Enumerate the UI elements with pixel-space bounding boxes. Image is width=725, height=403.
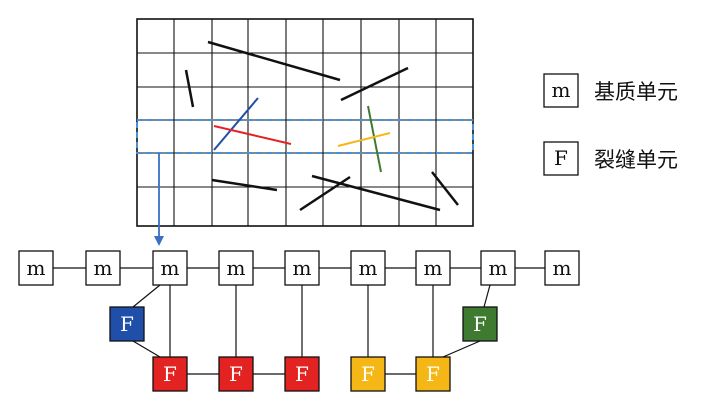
fracture-node-green: F [462, 306, 498, 342]
matrix-node-box [218, 250, 254, 286]
matrix-node-label: m [293, 256, 312, 280]
fracture-node-label: F [295, 362, 309, 386]
fracture-node-box [284, 356, 320, 392]
matrix-node: m [218, 250, 254, 286]
fracture-node-label: F [473, 312, 487, 336]
fracture-node-label: F [361, 362, 375, 386]
fracture-node-yellow: F [350, 356, 386, 392]
fracture-node-label: F [163, 362, 177, 386]
matrix-node-box [480, 250, 516, 286]
matrix-node-label: m [424, 256, 443, 280]
fracture-node-box [462, 306, 498, 342]
fracture-node-box [152, 356, 188, 392]
matrix-node-label: m [553, 256, 572, 280]
fracture-node-yellow: F [415, 356, 451, 392]
fracture-node-red: F [152, 356, 188, 392]
matrix-node-label: m [359, 256, 378, 280]
connector-line [132, 340, 161, 358]
matrix-node: m [544, 250, 580, 286]
fracture-node-box [218, 356, 254, 392]
matrix-node-label: m [94, 256, 113, 280]
fracture-node-red: F [218, 356, 254, 392]
grid [136, 18, 474, 227]
fracture-node-blue: F [109, 306, 145, 342]
matrix-node-label: m [227, 256, 246, 280]
matrix-node-box [415, 250, 451, 286]
fracture-line-green [367, 105, 382, 173]
fracture-line [431, 171, 459, 206]
grid-border [136, 18, 474, 227]
fracture-line-red [213, 125, 292, 145]
matrix-node-box [18, 250, 54, 286]
fracture-node-red: F [284, 356, 320, 392]
fracture-node-box [109, 306, 145, 342]
matrix-node: m [18, 250, 54, 286]
fracture-node-label: F [120, 312, 134, 336]
fracture-line [299, 175, 351, 212]
connector-line [483, 284, 491, 308]
fracture-lines [184, 40, 459, 212]
fracture-node-label: F [426, 362, 440, 386]
fracture-line-blue [213, 97, 259, 151]
matrix-node-box [152, 250, 188, 286]
matrix-node: m [415, 250, 451, 286]
fracture-line [184, 69, 195, 108]
matrix-node-box [544, 250, 580, 286]
legend-fracture-box [543, 141, 579, 176]
matrix-node: m [284, 250, 320, 286]
fracture-line [311, 174, 441, 212]
fracture-row: F F F F F F F [109, 306, 498, 392]
matrix-node: m [152, 250, 188, 286]
legend: m 基质单元 F 裂缝单元 [543, 73, 678, 176]
matrix-node-label: m [161, 256, 180, 280]
matrix-node-label: m [489, 256, 508, 280]
matrix-node: m [350, 250, 386, 286]
fracture-node-box [415, 356, 451, 392]
fracture-line [207, 40, 341, 82]
fracture-node-label: F [229, 362, 243, 386]
matrix-node: m [85, 250, 121, 286]
legend-fracture-label: 裂缝单元 [594, 148, 678, 172]
arrow [154, 153, 164, 246]
arrow-head [154, 236, 164, 246]
matrix-node-box [284, 250, 320, 286]
legend-fracture-symbol: F [554, 146, 568, 170]
matrix-node-box [85, 250, 121, 286]
matrix-node-box [350, 250, 386, 286]
fracture-line [340, 66, 409, 102]
legend-matrix-symbol: m [552, 78, 571, 102]
connector-line [132, 284, 161, 308]
highlight-band [136, 119, 474, 154]
fracture-line-yellow [337, 132, 391, 147]
legend-matrix-box [543, 73, 579, 108]
connectors [53, 267, 545, 375]
legend-matrix-label: 基质单元 [594, 80, 678, 104]
matrix-node-label: m [27, 256, 46, 280]
fracture-node-box [350, 356, 386, 392]
matrix-node: m [480, 250, 516, 286]
fracture-line [211, 178, 278, 192]
connector-line [442, 340, 481, 358]
